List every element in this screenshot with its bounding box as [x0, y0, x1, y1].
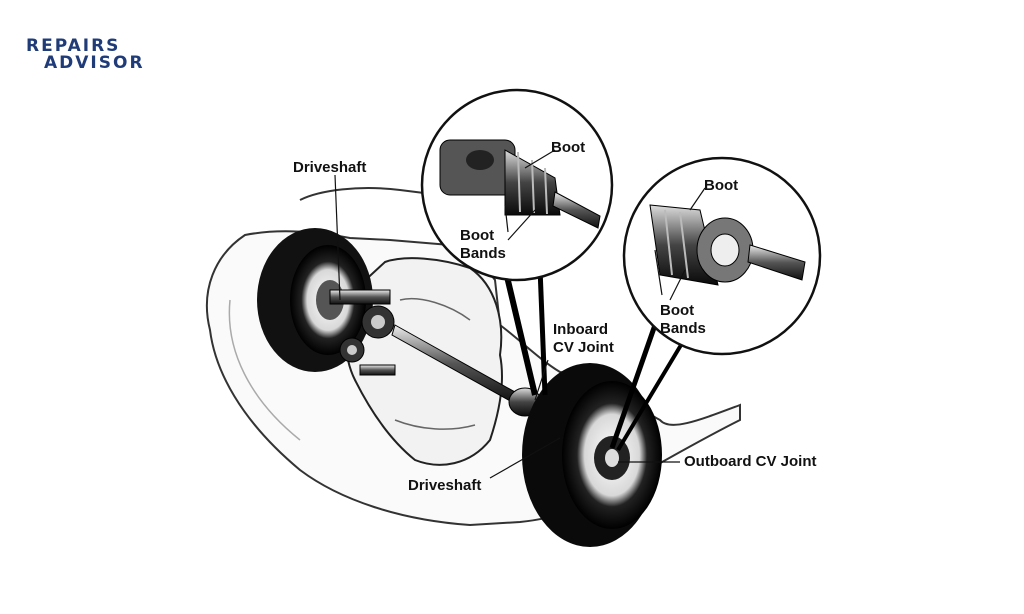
label-outboard-cv: Outboard CV Joint — [684, 453, 817, 470]
differential-gears — [329, 289, 396, 376]
label-boot-outboard: Boot — [704, 177, 738, 194]
inboard-boot-inset — [420, 88, 614, 396]
label-boot-bands-outboard-1: Boot — [660, 302, 694, 319]
label-inboard-cv-2: CV Joint — [553, 339, 614, 356]
label-driveshaft-top: Driveshaft — [293, 159, 366, 176]
label-driveshaft-bottom: Driveshaft — [408, 477, 481, 494]
label-inboard-cv-1: Inboard — [553, 321, 608, 338]
label-boot-bands-outboard-2: Bands — [660, 320, 706, 337]
logo-line-advisor: ADVISOR — [44, 53, 145, 73]
label-boot-inboard: Boot — [551, 139, 585, 156]
outboard-boot-inset — [609, 156, 822, 452]
label-boot-bands-inboard-1: Boot — [460, 227, 494, 244]
callout-lines — [334, 149, 706, 479]
repairs-advisor-logo: REPAIRS ADVISOR — [0, 0, 180, 80]
label-boot-bands-inboard-2: Bands — [460, 245, 506, 262]
logo-line-repairs: REPAIRS — [26, 36, 121, 56]
